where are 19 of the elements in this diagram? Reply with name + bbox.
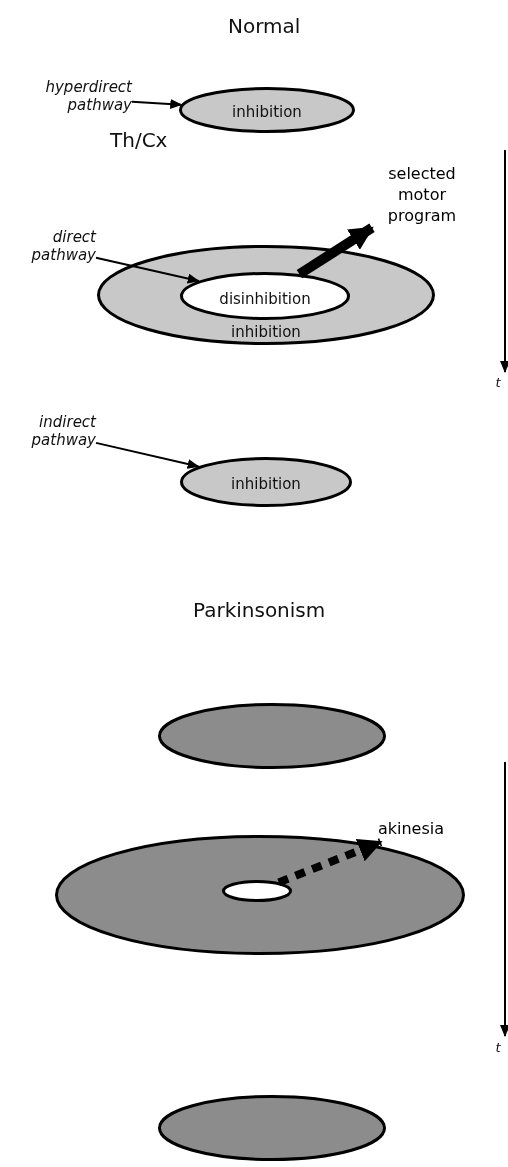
panel-heading: Parkinsonism	[193, 598, 326, 622]
region-label: inhibition	[232, 103, 302, 121]
outcome-label: selected motor program	[372, 163, 472, 229]
arrow	[131, 99, 183, 110]
arrow	[95, 441, 200, 469]
region-name: Th/Cx	[110, 128, 168, 152]
pathway-label: direct pathway	[10, 228, 96, 268]
axis-label: t	[495, 375, 501, 390]
arrow	[95, 256, 200, 284]
pathway-label: indirect pathway	[10, 413, 96, 453]
pathway-label: hyperdirect pathway	[10, 78, 132, 118]
axis-label: t	[495, 1040, 501, 1055]
arrow	[277, 838, 383, 887]
region-label: disinhibition	[219, 290, 311, 308]
outcome-label: akinesia	[368, 818, 454, 842]
region-label: inhibition	[231, 323, 301, 341]
arrow	[296, 223, 375, 279]
region-label: inhibition	[231, 475, 301, 493]
panel-heading: Normal	[228, 14, 301, 38]
